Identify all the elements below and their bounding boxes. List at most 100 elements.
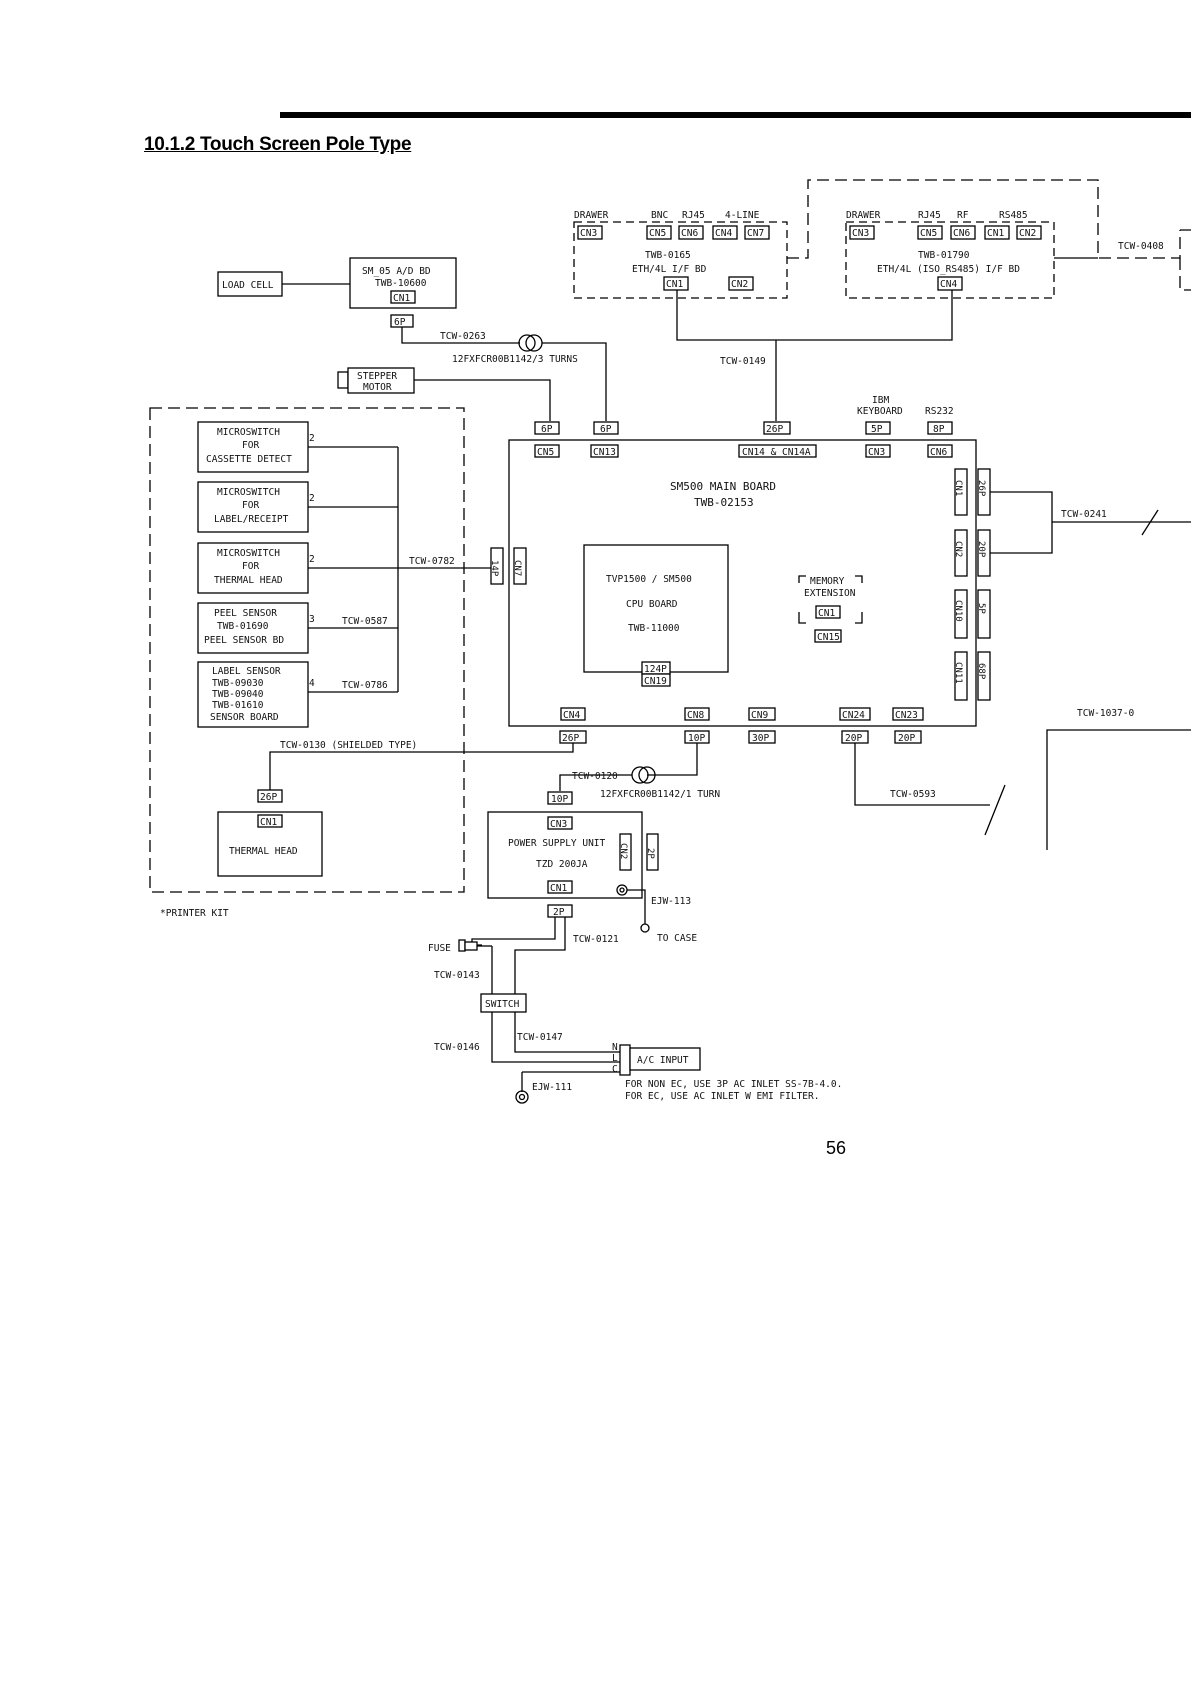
ib2-port-rj45: RJ45 <box>918 210 941 221</box>
top-cn13: CN13 <box>593 447 616 458</box>
right-cn10: CN10 <box>953 600 963 622</box>
cable-tcw-0593: TCW-0593 <box>890 789 936 800</box>
bottom-20p-b: 20P <box>898 733 915 744</box>
ms-cassette <box>197 421 309 473</box>
ad-board-name: SM_05 A/D BD <box>362 266 431 277</box>
pin-3: 2 <box>309 554 315 565</box>
ms1-l3: CASSETTE DETECT <box>206 454 292 465</box>
cable-tcw-0147: TCW-0147 <box>517 1032 563 1043</box>
ib1-port-rj45: RJ45 <box>682 210 705 221</box>
ms-label-receipt <box>197 481 309 533</box>
cable-tcw-0120: TCW-0120 <box>572 771 618 782</box>
memory-line1: MEMORY <box>810 576 845 587</box>
cable-tcw-0263: TCW-0263 <box>440 331 486 342</box>
thermal-head-label: THERMAL HEAD <box>229 846 298 857</box>
cable-tcw-0149: TCW-0149 <box>720 356 766 367</box>
stepper-motor <box>347 367 415 394</box>
right-cn2: CN2 <box>953 541 963 557</box>
section-title: 10.1.2 Touch Screen Pole Type <box>144 134 412 155</box>
top-plug-26p: 26P <box>766 424 783 435</box>
cable-tcw-0146: TCW-0146 <box>434 1042 480 1053</box>
switch-label: SWITCH <box>485 999 520 1010</box>
main-board-id: TWB-02153 <box>694 496 754 509</box>
psu-line1: POWER SUPPLY UNIT <box>508 838 606 849</box>
ib2-cn1: CN1 <box>987 228 1004 239</box>
right-68p: 68P <box>976 663 986 680</box>
to-case: TO CASE <box>657 933 697 944</box>
ls-l5: SENSOR BOARD <box>210 712 279 723</box>
cpu-board <box>583 544 729 673</box>
cpu-124p: 124P <box>644 664 667 675</box>
ls-l2: TWB-09030 <box>212 678 264 689</box>
ac-input <box>629 1047 701 1071</box>
interface-board-1: DRAWER BNC RJ45 4-LINE CN3 CN5 CN6 CN4 C… <box>573 210 788 299</box>
psu-10p: 10P <box>551 794 568 805</box>
rs232-label: RS232 <box>925 406 954 417</box>
psu-line2: TZD 200JA <box>536 859 588 870</box>
ad-board-id: TWB-10600 <box>375 278 427 289</box>
bottom-cn8: CN8 <box>687 710 704 721</box>
top-cn6: CN6 <box>930 447 947 458</box>
ib2-cn2: CN2 <box>1019 228 1036 239</box>
ib1-cn4: CN4 <box>715 228 732 239</box>
ib2-port-rf: RF <box>957 210 969 221</box>
top-plug-5p: 5P <box>871 424 883 435</box>
printer-kit-label: *PRINTER KIT <box>160 908 229 919</box>
printer-kit-enclosure <box>149 407 465 893</box>
th-26p: 26P <box>260 792 277 803</box>
ms2-l1: MICROSWITCH <box>217 487 280 498</box>
cable-tcw-0786: TCW-0786 <box>342 680 388 691</box>
psu-2p-bottom: 2P <box>553 907 565 918</box>
ls-l1: LABEL SENSOR <box>212 666 281 677</box>
ib2-cn4: CN4 <box>940 279 957 290</box>
bottom-cn9: CN9 <box>751 710 768 721</box>
cpu-line2: CPU BOARD <box>626 599 678 610</box>
th-cn1: CN1 <box>260 817 277 828</box>
right-5p: 5P <box>976 603 986 614</box>
wiring-diagram: DRAWER BNC RJ45 4-LINE CN3 CN5 CN6 CN4 C… <box>149 179 1191 1104</box>
left-plug-14p: 14P <box>489 560 499 577</box>
fuse-label: FUSE <box>428 943 451 954</box>
peel-l3: PEEL SENSOR BD <box>204 635 284 646</box>
page-number: 56 <box>826 1138 847 1158</box>
right-26p: 26P <box>976 480 986 497</box>
ls-l3: TWB-09040 <box>212 689 264 700</box>
switch <box>480 993 527 1013</box>
pin-5: 4 <box>309 678 315 689</box>
bottom-10p: 10P <box>688 733 705 744</box>
cable-tcw-0587: TCW-0587 <box>342 616 388 627</box>
top-plug-6p-a: 6P <box>541 424 553 435</box>
bottom-cn24: CN24 <box>842 710 865 721</box>
bottom-cn4: CN4 <box>563 710 580 721</box>
ib1-cn3: CN3 <box>580 228 597 239</box>
right-cn1: CN1 <box>953 480 963 496</box>
ib1-board-id: TWB-0165 <box>645 250 691 261</box>
ms3-l1: MICROSWITCH <box>217 548 280 559</box>
ms-thermal-head <box>197 542 309 594</box>
ac-l: L <box>612 1053 618 1064</box>
ms2-l2: FOR <box>242 500 259 511</box>
ib2-cn5: CN5 <box>920 228 937 239</box>
pin-1: 2 <box>309 433 315 444</box>
load-cell-label: LOAD CELL <box>222 280 274 291</box>
peel-l1: PEEL SENSOR <box>214 608 277 619</box>
ib1-port-4line: 4-LINE <box>725 210 760 221</box>
memory-cn1: CN1 <box>818 608 835 619</box>
cpu-name: TVP1500 / SM500 <box>606 574 692 585</box>
ad-board-cn1: CN1 <box>393 293 410 304</box>
stepper-line2: MOTOR <box>363 382 392 393</box>
pin-2: 2 <box>309 493 315 504</box>
memory-cn15: CN15 <box>817 632 840 643</box>
ib2-board-id: TWB-01790 <box>918 250 970 261</box>
cable-tcw-0121: TCW-0121 <box>573 934 619 945</box>
pin-4: 3 <box>309 614 315 625</box>
right-cn11: CN11 <box>953 662 963 684</box>
ib1-port-bnc: BNC <box>651 210 668 221</box>
ib1-cn6: CN6 <box>681 228 698 239</box>
ib2-port-drawer: DRAWER <box>846 210 881 221</box>
bottom-20p-a: 20P <box>845 733 862 744</box>
label-sensor <box>197 661 309 728</box>
psu-cn2: CN2 <box>618 843 628 859</box>
top-cn3: CN3 <box>868 447 885 458</box>
bottom-26p: 26P <box>562 733 579 744</box>
